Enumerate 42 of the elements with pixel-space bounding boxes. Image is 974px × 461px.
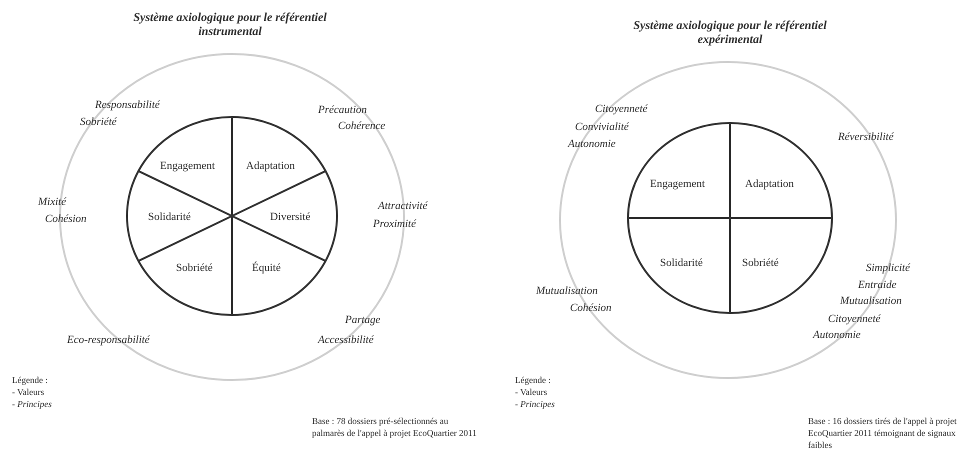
principle-label: Accessibilité bbox=[318, 334, 374, 347]
base-note: Base : 78 dossiers pré-sélectionnés au palmarès de l'appel à projet EcoQuartier 2011 bbox=[312, 415, 478, 439]
sector-label: Engagement bbox=[650, 178, 705, 191]
sector-label: Engagement bbox=[160, 160, 215, 173]
sector-label: Sobriété bbox=[742, 257, 779, 270]
principle-label: Cohésion bbox=[570, 302, 612, 315]
legend-text: - Valeurs bbox=[12, 386, 44, 398]
sector-label: Diversité bbox=[270, 211, 310, 224]
principle-label: Citoyenneté bbox=[595, 103, 648, 116]
base-note: Base : 16 dossiers tirés de l'appel à projet EcoQuartier 2011 témoignant de signaux faibles bbox=[808, 415, 958, 451]
sector-label: Adaptation bbox=[745, 178, 794, 191]
sector-label: Solidarité bbox=[660, 257, 703, 270]
principle-label: Mutualisation bbox=[840, 295, 902, 308]
principle-label: Proximité bbox=[373, 218, 416, 231]
legend-text: Légende : bbox=[515, 374, 551, 386]
principle-label: Cohérence bbox=[338, 120, 386, 133]
principle-label: Eco-responsabilité bbox=[67, 334, 150, 347]
node-title: Système axiologique pour le référentiel expérimental bbox=[632, 18, 828, 46]
principle-label: Précaution bbox=[318, 104, 367, 117]
principle-label: Réversibilité bbox=[838, 131, 894, 144]
node-title: Système axiologique pour le référentiel instrumental bbox=[132, 10, 328, 38]
legend-text: - Principes bbox=[12, 398, 52, 410]
principle-label: Autonomie bbox=[568, 138, 616, 151]
principle-label: Mutualisation bbox=[536, 285, 598, 298]
legend-text: Légende : bbox=[12, 374, 48, 386]
principle-label: Entraide bbox=[858, 279, 896, 292]
principle-label: Citoyenneté bbox=[828, 313, 881, 326]
legend-text: - Principes bbox=[515, 398, 555, 410]
sector-label: Adaptation bbox=[246, 160, 295, 173]
principle-label: Cohésion bbox=[45, 213, 87, 226]
principle-label: Sobriété bbox=[80, 116, 117, 129]
principle-label: Responsabilité bbox=[95, 99, 160, 112]
sector-label: Sobriété bbox=[176, 262, 213, 275]
principle-label: Partage bbox=[345, 314, 380, 327]
legend-text: - Valeurs bbox=[515, 386, 548, 398]
principle-label: Attractivité bbox=[378, 200, 428, 213]
principle-label: Simplicité bbox=[866, 262, 910, 275]
sector-label: Équité bbox=[252, 262, 281, 275]
principle-label: Mixité bbox=[38, 196, 66, 209]
sector-label: Solidarité bbox=[148, 211, 191, 224]
principle-label: Autonomie bbox=[813, 329, 861, 342]
principle-label: Convivialité bbox=[575, 121, 629, 134]
